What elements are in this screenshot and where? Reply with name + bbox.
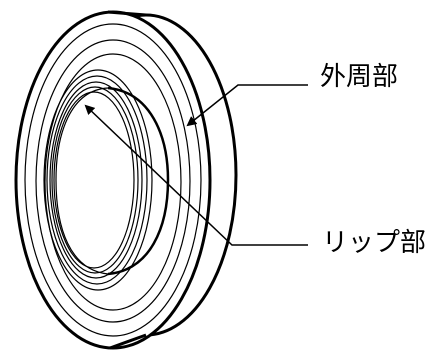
lip-line-4 [51, 86, 139, 274]
lip-line-1 [43, 69, 153, 291]
lip-leader [84, 104, 308, 246]
lip-region [43, 69, 170, 291]
bore-front-edge [55, 87, 109, 275]
ring-face-line-2 [35, 39, 191, 323]
lip-leader-line [84, 104, 308, 246]
outer-leader [186, 84, 308, 127]
lip-line-2 [46, 75, 148, 285]
lip-line-5 [53, 91, 135, 269]
lip-part-label: リップ部 [322, 228, 427, 258]
bore-back-edge [107, 86, 170, 276]
ring-face-line-1 [24, 23, 202, 337]
ring-face-line-3 [44, 53, 182, 311]
ring-bottom-edge [109, 333, 147, 350]
lip-line-3 [49, 81, 143, 279]
ring-body [14, 10, 238, 350]
ring-top-edge [107, 10, 147, 17]
outer-leader-line [186, 84, 308, 127]
outer-part-label: 外周部 [320, 62, 399, 92]
